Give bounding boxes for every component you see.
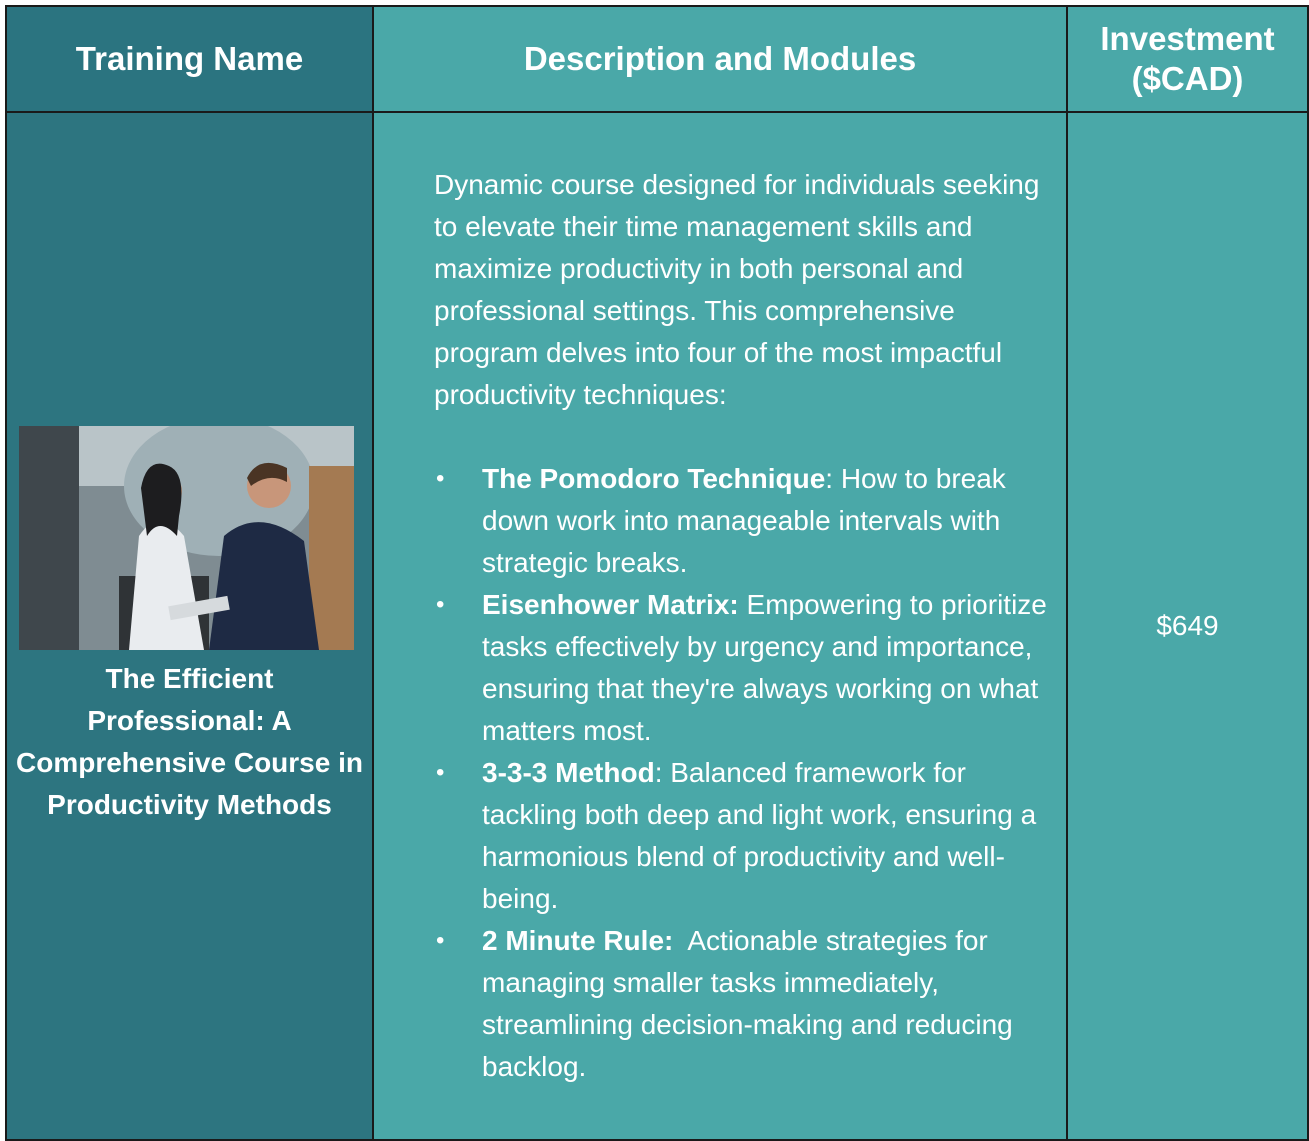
header-training-name: Training Name [5, 5, 374, 113]
module-name: The Pomodoro Technique [482, 463, 826, 494]
module-text: Actionable strategies for managing small… [482, 925, 1013, 1082]
list-item: •3-3-3 Method: Balanced framework for ta… [434, 752, 1052, 920]
course-intro: Dynamic course designed for individuals … [434, 169, 1040, 410]
header-investment-line1: Investment [1100, 20, 1275, 58]
module-name: 2 Minute Rule: [482, 925, 674, 956]
course-photo [19, 426, 354, 650]
module-text: How to break down work into manageable i… [482, 463, 1006, 578]
list-item: •The Pomodoro Technique: How to break do… [434, 458, 1052, 584]
module-text: Empowering to prioritize tasks effective… [482, 589, 1047, 746]
meeting-photo-illustration [19, 426, 354, 650]
module-text: Balanced framework for tackling both dee… [482, 757, 1037, 914]
header-row: Training Name Description and Modules In… [5, 5, 1309, 113]
module-name: Eisenhower Matrix: [482, 589, 739, 620]
bullet-icon: • [436, 591, 445, 618]
table-row: The Efficient Professional: A Comprehens… [5, 111, 1309, 1141]
module-name: 3-3-3 Method [482, 757, 655, 788]
course-price: $649 [1156, 610, 1219, 641]
list-item: • 2 Minute Rule: Actionable strategies fo… [434, 920, 1052, 1088]
header-description: Description and Modules [372, 5, 1068, 113]
course-name-cell: The Efficient Professional: A Comprehens… [5, 111, 374, 1141]
header-investment-line2: ($CAD) [1131, 60, 1244, 97]
module-list: •The Pomodoro Technique: How to break do… [434, 458, 1052, 1088]
investment-cell: $649 [1066, 111, 1309, 1141]
training-table: Training Name Description and Modules In… [5, 5, 1309, 1141]
header-investment: Investment ($CAD) [1066, 5, 1309, 113]
course-title: The Efficient Professional: A Comprehens… [16, 663, 363, 820]
description-cell: Dynamic course designed for individuals … [372, 111, 1068, 1141]
bullet-icon: • [436, 759, 445, 786]
bullet-icon: • [436, 465, 445, 492]
list-item: • Eisenhower Matrix: Empowering to priori… [434, 584, 1052, 752]
bullet-icon: • [436, 927, 445, 954]
